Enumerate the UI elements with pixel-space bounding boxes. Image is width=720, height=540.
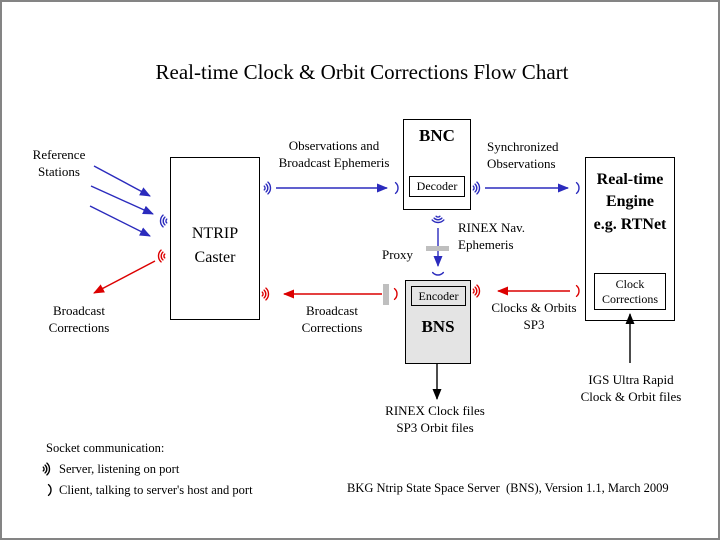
- server-socket-icon-bnc-bottom: [431, 212, 445, 224]
- legend-client-label: Client, talking to server's host and por…: [59, 483, 253, 497]
- legend-title: Socket communication:: [46, 441, 165, 455]
- client-socket-icon-encoder-left: [393, 287, 398, 301]
- bns-box-title: BNS: [421, 317, 455, 336]
- proxy-bar-vertical: [383, 284, 389, 305]
- server-socket-icon-caster-right-blue: [260, 181, 272, 195]
- broadcast-corrections-mid-label: Broadcast Corrections: [301, 303, 363, 335]
- server-socket-icon-caster-right-red: [258, 287, 270, 301]
- bnc-box-title: BNC: [419, 126, 455, 145]
- clocks-orbits-sp3-label: Clocks & Orbits SP3: [491, 300, 577, 332]
- server-socket-icon-encoder-right: [469, 284, 481, 298]
- legend-server-label: Server, listening on port: [59, 462, 180, 476]
- footer-version-text: BKG Ntrip State Space Server (BNS), Vers…: [347, 481, 669, 495]
- proxy-label: Proxy: [382, 247, 414, 262]
- server-socket-icon-decoder-right: [469, 181, 481, 195]
- igs-ultra-rapid-label: IGS Ultra Rapid Clock & Orbit files: [580, 372, 682, 404]
- ntrip-caster-box: NTRIP Caster: [170, 157, 260, 320]
- synchronized-observations-label: Synchronized Observations: [487, 139, 559, 171]
- proxy-bar-horizontal: [426, 246, 449, 251]
- broadcast-corrections-left-label: Broadcast Corrections: [48, 303, 110, 335]
- rinex-clock-files-label: RINEX Clock files SP3 Orbit files: [385, 403, 485, 435]
- encoder-box: Encoder: [411, 286, 466, 306]
- client-socket-icon-bnc-left: [394, 181, 399, 195]
- bnc-box: BNC Decoder: [403, 119, 471, 210]
- reference-station-arrow-2: [90, 185, 154, 215]
- clock-corrections-box: Clock Corrections: [594, 273, 666, 310]
- realtime-engine-title: Real-time Engine e.g. RTNet: [593, 171, 667, 233]
- client-socket-icon-bns-top: [431, 271, 445, 276]
- reference-stations-label: Reference Stations: [32, 147, 86, 179]
- client-socket-icon-rtnet-bottom-left: [575, 284, 580, 298]
- reference-station-arrow-3: [89, 205, 151, 237]
- realtime-engine-box: Real-time Engine e.g. RTNet Clock Correc…: [585, 157, 675, 321]
- page-title: Real-time Clock & Orbit Corrections Flow…: [155, 60, 569, 84]
- rinex-nav-ephemeris-label: RINEX Nav. Ephemeris: [458, 220, 526, 252]
- client-socket-icon-rtnet-top-left: [575, 181, 580, 195]
- server-socket-icon-caster-left-red: [157, 249, 169, 263]
- decoder-box: Decoder: [409, 176, 465, 197]
- server-socket-icon-legend: [39, 462, 51, 476]
- reference-station-arrows: [89, 165, 154, 237]
- reference-station-arrow-1: [93, 165, 151, 197]
- observations-ephemeris-label: Observations and Broadcast Ephemeris: [278, 138, 390, 170]
- client-socket-icon-legend: [47, 483, 52, 497]
- caster-to-users-arrow: [93, 260, 156, 294]
- server-socket-icon-caster-left-blue: [159, 214, 171, 228]
- bns-box: Encoder BNS: [405, 280, 471, 364]
